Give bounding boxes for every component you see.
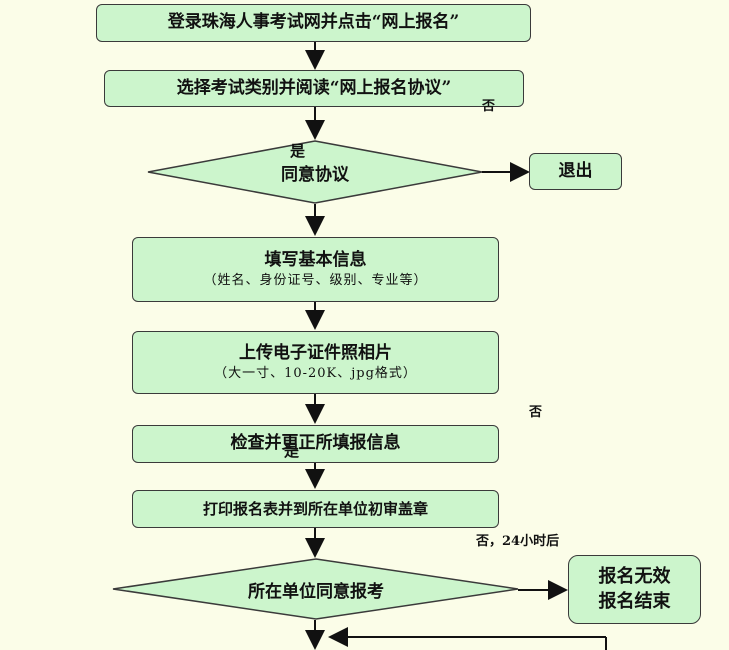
exit-label: 退出: [558, 160, 593, 181]
invalid-box: 报名无效 报名结束: [568, 555, 701, 624]
decision-unit-agree-label: 所在单位同意报考: [248, 582, 384, 602]
step-print-form-label: 打印报名表并到所在单位初审盖章: [202, 499, 428, 518]
step-print-form: 打印报名表并到所在单位初审盖章: [132, 490, 499, 528]
step-fill-info-sub: （姓名、身份证号、级别、专业等）: [203, 273, 428, 288]
decision-agree-label: 同意协议: [281, 165, 349, 185]
step-select-exam-label: 选择考试类别并阅读“网上报名协议”: [176, 77, 452, 98]
invalid-line2: 报名结束: [598, 590, 671, 612]
decision1-shape: [147, 140, 483, 204]
step-upload-photo: 上传电子证件照相片 （大一寸、10-20K、jpg格式）: [132, 331, 499, 394]
step-select-exam: 选择考试类别并阅读“网上报名协议”: [104, 70, 524, 107]
step-fill-info: 填写基本信息 （姓名、身份证号、级别、专业等）: [132, 237, 499, 302]
step-login: 登录珠海人事考试网并点击“网上报名”: [96, 4, 531, 42]
label-no-check: 否: [529, 405, 543, 420]
label-yes-agreement: 是: [290, 142, 306, 160]
step-login-label: 登录珠海人事考试网并点击“网上报名”: [167, 12, 460, 33]
invalid-line1: 报名无效: [598, 566, 671, 588]
decision2-shape: [112, 558, 519, 620]
label-no-24h: 否，24小时后: [476, 534, 560, 549]
step-fill-info-title: 填写基本信息: [264, 249, 367, 270]
step-check-info-label: 检查并更正所填报信息: [230, 433, 401, 454]
label-yes-check: 是: [284, 442, 300, 460]
step-upload-photo-sub: （大一寸、10-20K、jpg格式）: [214, 366, 417, 381]
step-check-info: 检查并更正所填报信息: [132, 425, 499, 463]
label-no-agreement: 否: [482, 99, 496, 114]
step-upload-photo-title: 上传电子证件照相片: [239, 342, 392, 363]
exit-box: 退出: [529, 153, 622, 190]
